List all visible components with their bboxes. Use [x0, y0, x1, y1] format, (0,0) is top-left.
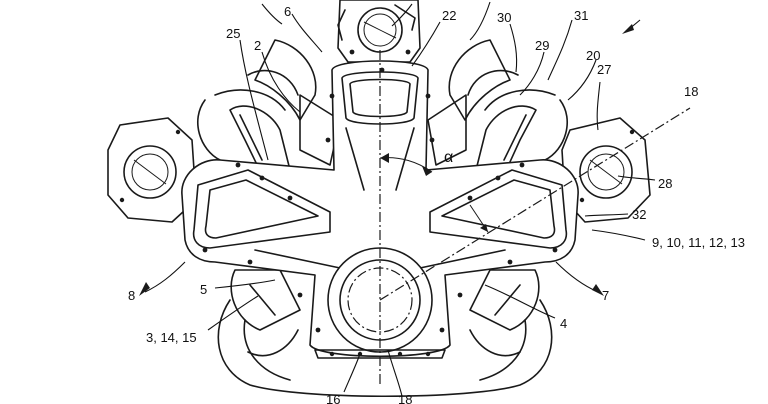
label-27: 27	[597, 62, 611, 77]
label-29: 29	[535, 38, 549, 53]
label-9-13: 9, 10, 11, 12, 13	[652, 235, 745, 250]
label-2: 2	[254, 38, 261, 53]
label-32: 32	[632, 207, 646, 222]
label-31: 31	[574, 8, 588, 23]
label-4: 4	[560, 316, 567, 331]
label-5: 5	[200, 282, 207, 297]
label-18-bottom: 18	[398, 392, 412, 404]
label-alpha: α	[444, 149, 453, 166]
label-25: 25	[226, 26, 240, 41]
label-6: 6	[284, 4, 291, 19]
label-30: 30	[497, 10, 511, 25]
label-7: 7	[602, 288, 609, 303]
label-28: 28	[658, 176, 672, 191]
label-16: 16	[326, 392, 340, 404]
label-8: 8	[128, 288, 135, 303]
left-runners	[230, 40, 340, 175]
label-18-top: 18	[684, 84, 698, 99]
label-22: 22	[442, 8, 456, 23]
label-20: 20	[586, 48, 600, 63]
label-3-14-15: 3, 14, 15	[146, 330, 197, 345]
